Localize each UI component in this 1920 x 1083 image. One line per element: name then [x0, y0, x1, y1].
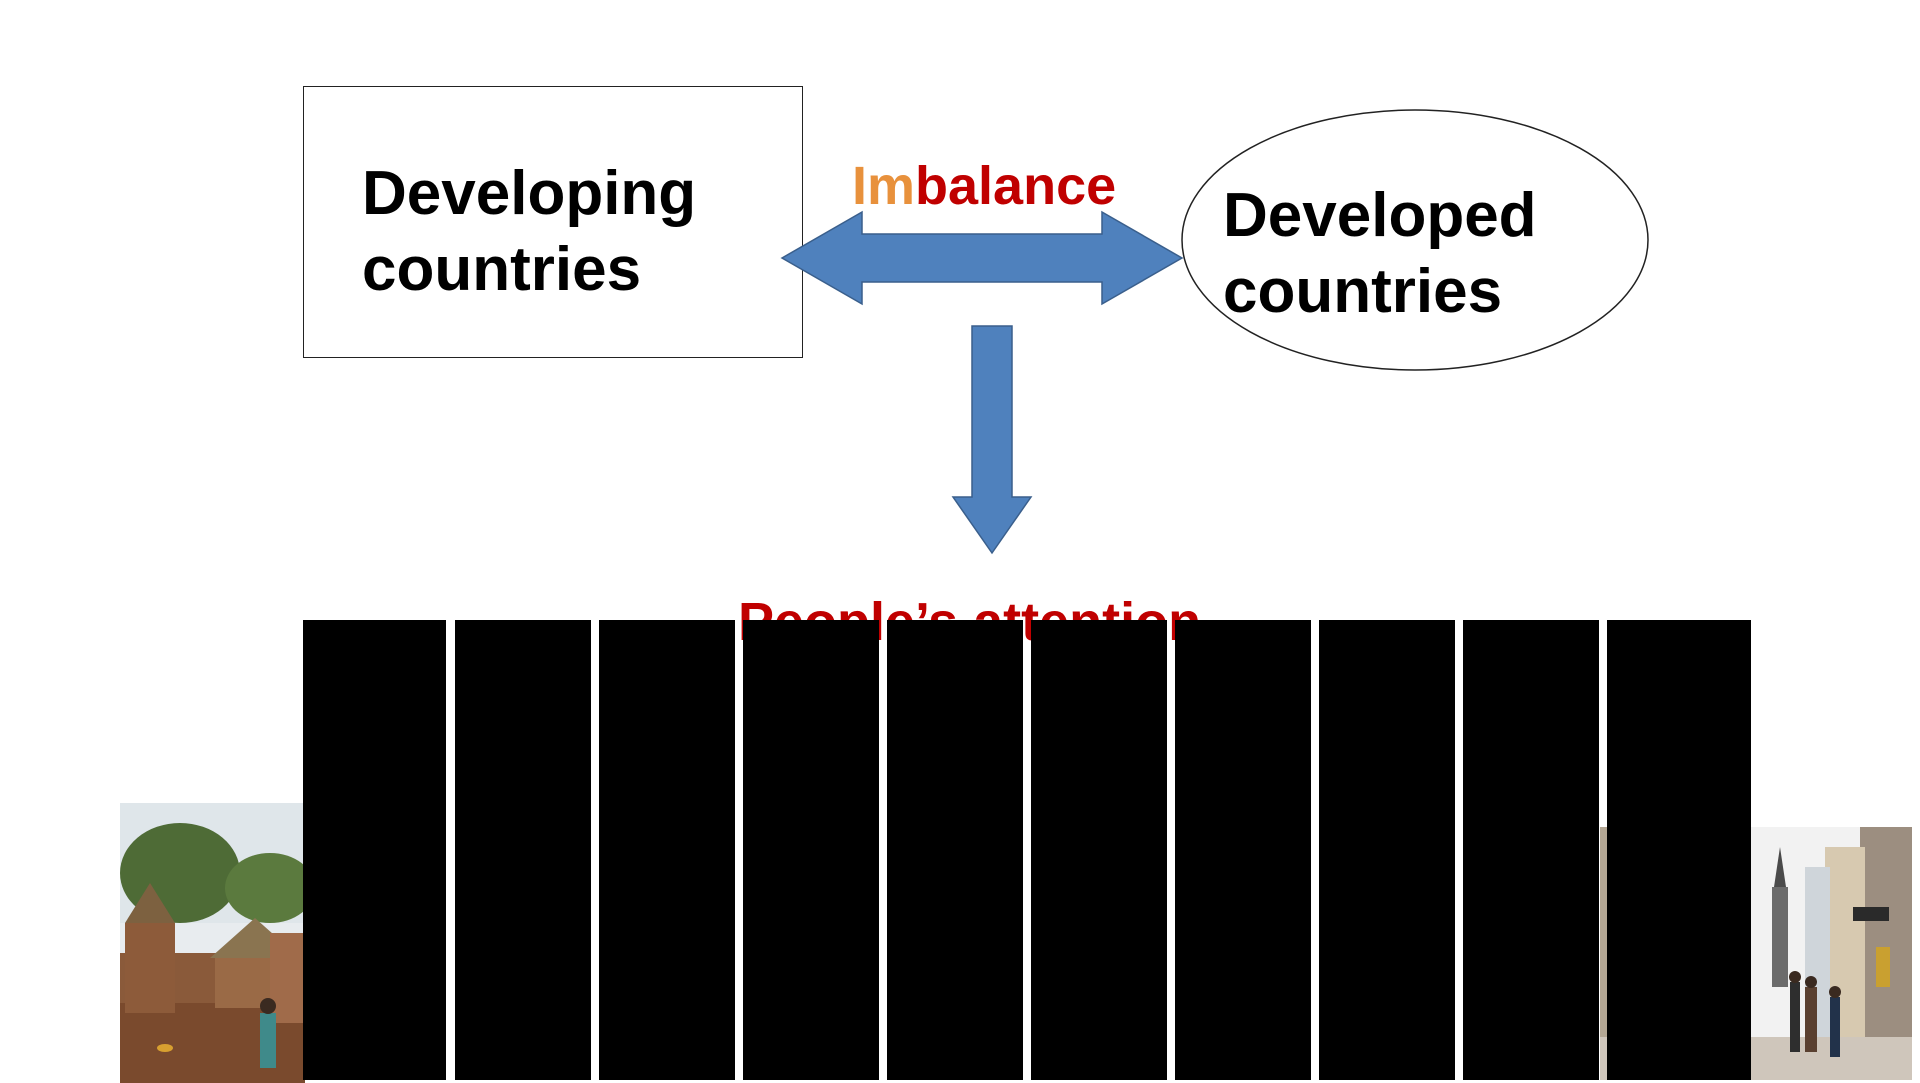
- down-arrow: [951, 325, 1033, 555]
- redaction-bar: [887, 620, 1023, 1080]
- redaction-bar: [1031, 620, 1167, 1080]
- redaction-bar: [1319, 620, 1455, 1080]
- redaction-bar: [1463, 620, 1599, 1080]
- redaction-bar: [455, 620, 591, 1080]
- developing-countries-box: [303, 86, 803, 358]
- developing-line2: countries: [362, 235, 642, 304]
- developed-line2: countries: [1223, 257, 1503, 326]
- redaction-bar: [1175, 620, 1311, 1080]
- developed-line1: Developed: [1223, 181, 1537, 250]
- redaction-bar: [1607, 620, 1751, 1080]
- redaction-bar: [743, 620, 879, 1080]
- redaction-bar: [303, 620, 446, 1080]
- imbalance-label: Imbalance: [852, 154, 1116, 218]
- double-arrow: [780, 210, 1184, 306]
- imbalance-part2: balance: [915, 156, 1117, 216]
- redaction-bar: [599, 620, 735, 1080]
- imbalance-part1: Im: [852, 156, 916, 216]
- village-photo: [120, 803, 305, 1083]
- developing-line1: Developing: [362, 159, 697, 228]
- village-illustration: [120, 803, 305, 1083]
- developing-countries-label: Developing countries: [362, 156, 696, 308]
- developed-countries-ellipse: [1181, 109, 1649, 371]
- developed-countries-label: Developed countries: [1223, 178, 1537, 330]
